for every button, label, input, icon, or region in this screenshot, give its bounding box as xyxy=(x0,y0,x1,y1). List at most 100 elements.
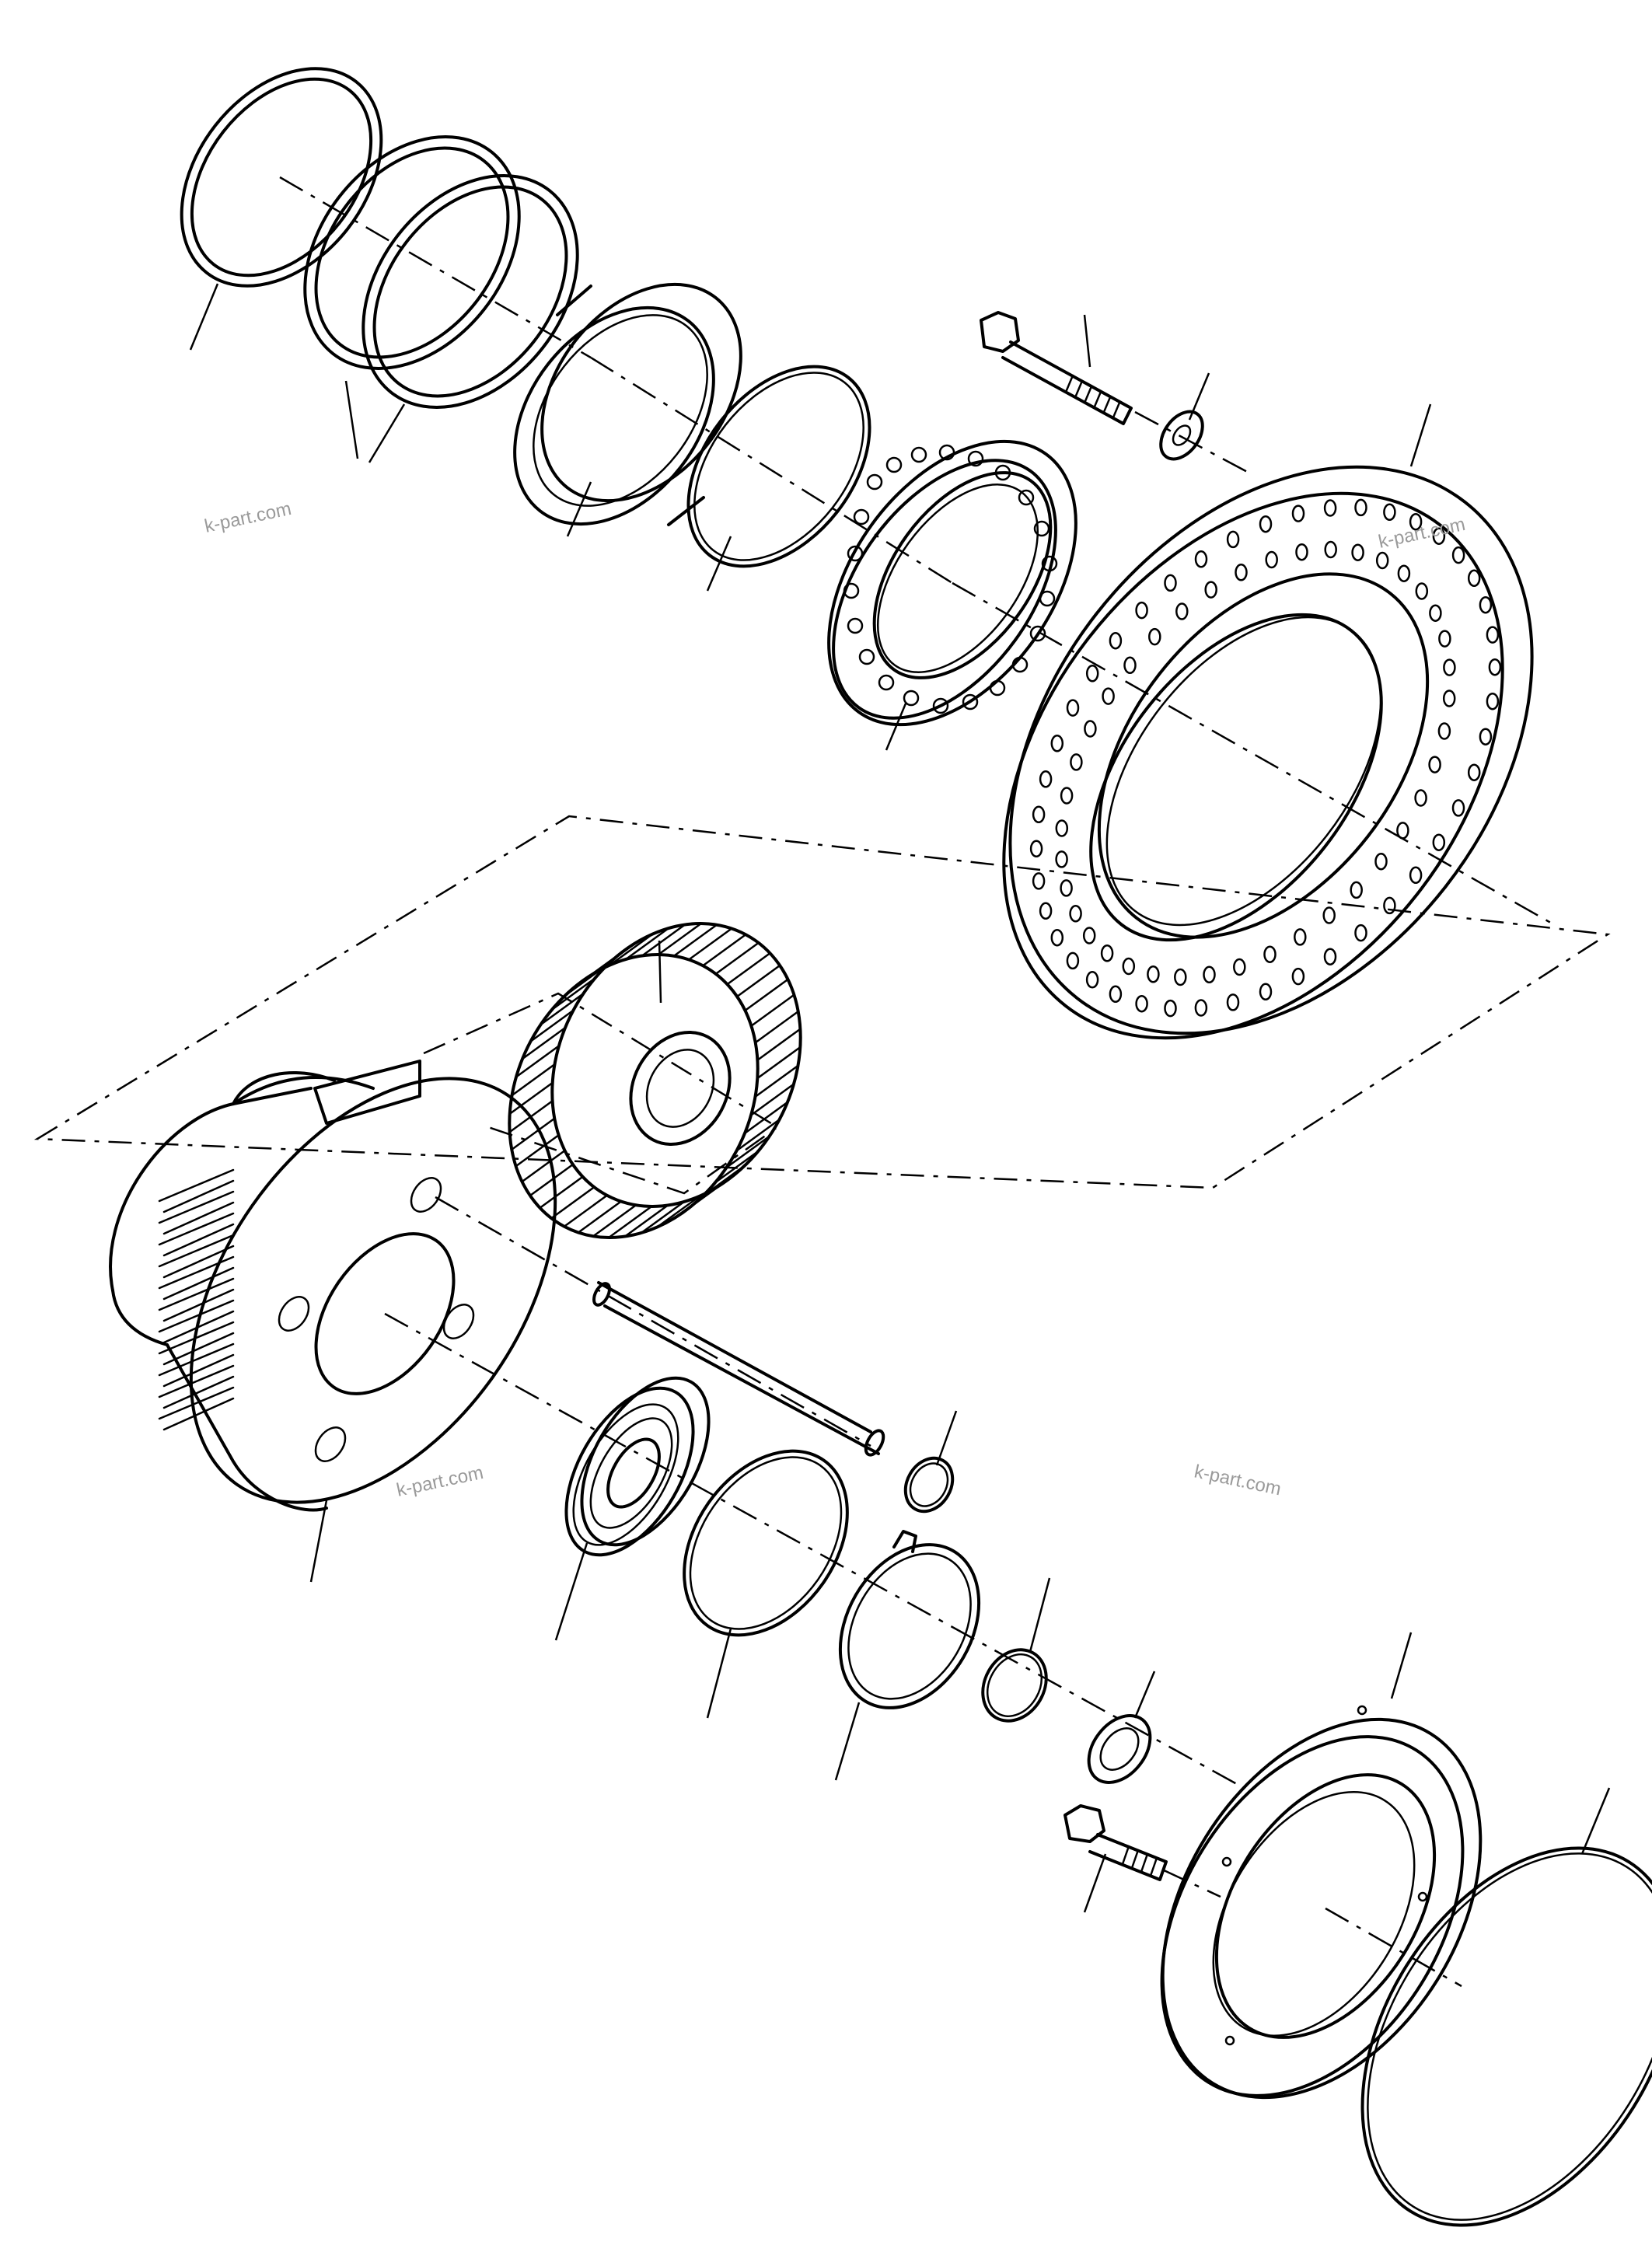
gear-tooth xyxy=(609,933,654,966)
flange-bolt-hole xyxy=(1415,582,1429,600)
gear-tooth xyxy=(735,1119,781,1152)
gear-tooth xyxy=(608,1205,653,1239)
flange-bolt-hole xyxy=(1102,687,1115,705)
axis-line-upper-2 xyxy=(590,356,953,585)
part-ring-gear-flange[interactable] xyxy=(901,365,1639,1134)
flange-bolt-hole xyxy=(1194,999,1208,1017)
flange-bolt-hole xyxy=(1294,928,1307,946)
flange-bolt-hole xyxy=(1123,656,1137,675)
part-o-ring-small[interactable] xyxy=(970,1638,1059,1732)
flange-bolt-hole xyxy=(1233,958,1246,976)
flange-bolt-hole xyxy=(1164,574,1177,592)
part-bearing-cup[interactable] xyxy=(473,246,781,562)
part-seal-washer[interactable] xyxy=(1076,1704,1162,1794)
gear-tooth xyxy=(623,1204,669,1238)
flange-bolt-hole xyxy=(1322,906,1336,924)
flange-bolt-hole xyxy=(1467,763,1481,781)
watermark-text-3: k-part.com xyxy=(395,1462,485,1501)
flange-bolt-hole xyxy=(1194,550,1208,568)
flange-bolt-hole xyxy=(1323,499,1337,517)
watermark-text-1: k-part.com xyxy=(203,498,293,537)
part-planet-gear[interactable] xyxy=(461,880,848,1281)
gear-tooth xyxy=(508,1081,554,1116)
carrier-spline-tooth xyxy=(158,1168,235,1203)
gear-tooth xyxy=(515,1133,560,1168)
flange-bolt-hole xyxy=(1467,569,1481,588)
flange-bolt-hole xyxy=(1486,692,1500,711)
flange-bolt-hole xyxy=(1259,515,1273,533)
part-bolt-upper[interactable] xyxy=(980,311,1133,425)
part-pin-shaft[interactable] xyxy=(591,1281,887,1458)
part-end-cover[interactable] xyxy=(1097,1662,1546,2156)
flange-bolt-hole xyxy=(1085,971,1099,989)
gear-tooth xyxy=(656,1195,701,1228)
gear-tooth xyxy=(714,1150,760,1184)
part-ball-bearing[interactable] xyxy=(540,1356,735,1576)
flange-bolt-hole xyxy=(1323,948,1337,965)
axis-line-upper-1 xyxy=(279,176,592,359)
part-ring-pair[interactable] xyxy=(260,95,621,449)
flange-bolt-hole xyxy=(1175,602,1189,620)
flange-bolt-hole xyxy=(1084,720,1097,738)
axis-line-lower xyxy=(384,1312,1245,1789)
gear-tooth xyxy=(515,1045,561,1078)
carrier-spline-tooth xyxy=(158,1234,235,1268)
gear-tooth xyxy=(641,924,686,957)
flange-bolt-hole xyxy=(1438,630,1451,648)
flange-bolt-hole xyxy=(1069,905,1082,923)
gear-tooth xyxy=(577,1200,623,1234)
flange-bolt-hole xyxy=(1259,983,1273,1001)
flange-bolt-hole xyxy=(1055,819,1069,837)
gear-tooth xyxy=(640,1200,686,1234)
flange-bolt-hole xyxy=(1122,957,1136,976)
gear-tooth xyxy=(725,1135,770,1168)
gear-tooth xyxy=(657,922,702,956)
flange-bolt-hole xyxy=(1066,699,1080,717)
watermark-text-4: k-part.com xyxy=(1193,1461,1283,1500)
part-bolt-lower[interactable] xyxy=(1063,1804,1168,1881)
flange-bolt-hole xyxy=(1479,595,1493,614)
gear-tooth xyxy=(521,1026,567,1060)
part-o-ring-large[interactable] xyxy=(1298,1791,1652,2259)
flange-bolt-hole xyxy=(1437,722,1451,740)
flange-bolt-hole xyxy=(1479,728,1493,745)
flange-bolt-hole xyxy=(1085,665,1099,683)
flange-bolt-hole xyxy=(1050,928,1064,947)
axis-line-bolt xyxy=(1134,410,1252,476)
part-snap-ring-large[interactable] xyxy=(141,30,422,325)
flange-bolt-hole xyxy=(1374,852,1388,871)
gear-tooth xyxy=(743,1101,789,1135)
carrier-spline-tooth xyxy=(162,1201,235,1235)
part-small-circlip[interactable] xyxy=(896,1450,962,1520)
flange-bolt-hole xyxy=(1443,658,1456,676)
flange-bolt-hole xyxy=(1324,540,1337,559)
flange-bolt-hole xyxy=(1351,543,1364,561)
axis-line-pin xyxy=(435,1196,871,1447)
carrier-spline-tooth xyxy=(162,1266,235,1301)
gear-tooth xyxy=(750,993,795,1028)
flange-bolt-hole xyxy=(1203,965,1216,984)
gear-tooth xyxy=(529,1009,575,1042)
flange-bolt-hole xyxy=(1029,840,1043,858)
part-circlip[interactable] xyxy=(812,1520,1008,1733)
flange-bolt-hole xyxy=(1414,789,1427,807)
gear-tooth xyxy=(539,1175,584,1210)
carrier-spline-tooth xyxy=(158,1321,235,1355)
gear-tooth xyxy=(726,951,771,986)
flange-bolt-hole xyxy=(1488,658,1502,676)
part-washer-upper[interactable] xyxy=(1152,404,1211,467)
carrier-spline-tooth xyxy=(158,1255,235,1290)
flange-bolt-hole xyxy=(1226,530,1240,549)
part-o-ring-1[interactable] xyxy=(651,332,906,600)
carrier-spline-tooth xyxy=(158,1277,235,1311)
flange-bolt-hole xyxy=(1226,993,1240,1011)
axis-line-bolt-lower xyxy=(1161,1868,1221,1898)
gear-tooth xyxy=(714,941,760,976)
part-roller-bearing[interactable] xyxy=(778,396,1126,770)
flange-bolt-hole xyxy=(1354,498,1367,517)
axis-line-cover xyxy=(1325,1907,1462,1988)
part-o-ring-2[interactable] xyxy=(651,1420,882,1666)
flange-bolt-hole xyxy=(1070,753,1083,771)
flange-bolt-hole xyxy=(1055,850,1068,868)
